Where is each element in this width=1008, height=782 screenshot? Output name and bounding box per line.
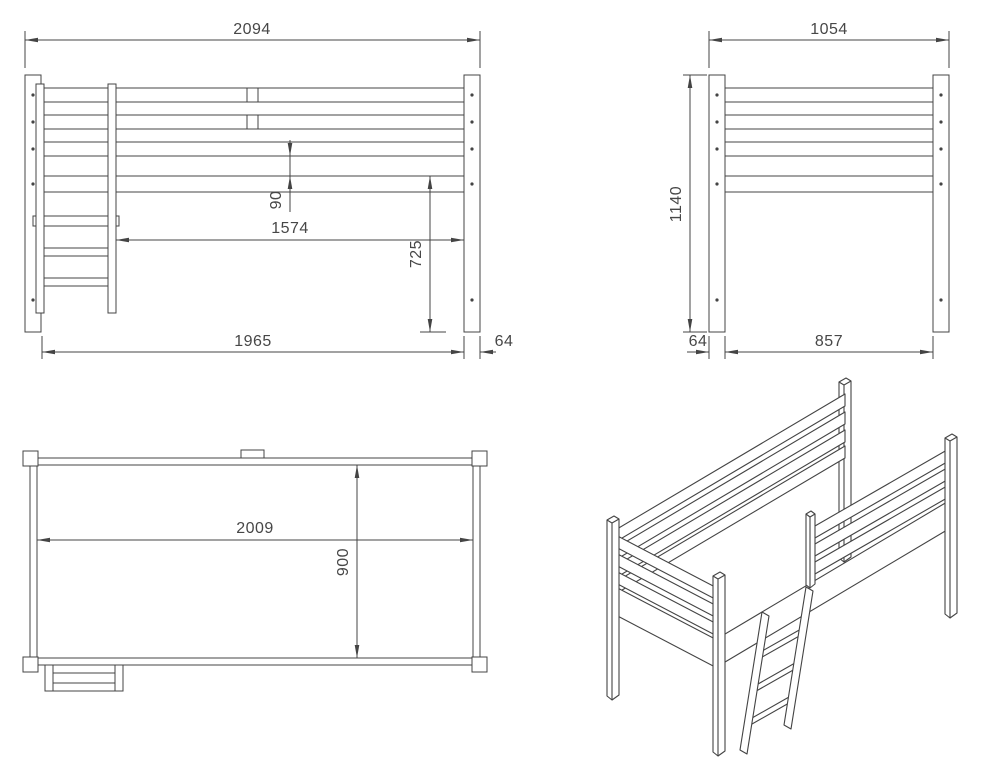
plan-ladder: [44, 664, 124, 692]
ladder-stringer: [35, 83, 45, 314]
plan-corner-post: [22, 656, 39, 673]
dim-plan-inner-width: 900: [335, 548, 352, 576]
side-elevation-view: 1054 1140 64 857: [668, 21, 950, 359]
front-guard-rails: [40, 87, 465, 157]
plan-top-tab: [240, 449, 265, 459]
side-dimension-lines: [683, 31, 950, 359]
dim-front-overall-width: 2094: [233, 21, 271, 38]
ladder-step: [43, 247, 109, 257]
iso-head-rails: [609, 531, 718, 669]
side-bed-frame: [708, 74, 950, 333]
iso-ladder-stringer: [783, 586, 814, 730]
side-guard-rails: [724, 87, 934, 157]
side-screw-dots: [715, 93, 943, 302]
plan-inner-frame: [36, 464, 474, 659]
plan-outer-frame: [29, 457, 481, 666]
dim-side-overall-height: 1140: [668, 186, 685, 222]
iso-ladder-stringer: [739, 611, 770, 755]
front-elevation-view: 2094 90 1574 725 1965 64: [24, 21, 513, 359]
dim-front-post-width: 64: [495, 333, 514, 350]
plan-corner-post: [22, 450, 39, 467]
side-dimension-labels: 1054 1140 64 857: [668, 21, 848, 350]
dim-plan-inner-length: 2009: [236, 520, 274, 537]
plan-dimension-lines: [37, 465, 473, 658]
dim-side-overall-depth: 1054: [810, 21, 848, 38]
front-bed-frame: [24, 74, 481, 333]
plan-dimension-labels: 2009 900: [236, 520, 352, 576]
isometric-view: [606, 377, 958, 757]
front-platform-rail: [40, 175, 465, 193]
iso-mid-post: [805, 510, 816, 589]
dim-side-inner-depth: 857: [815, 333, 843, 350]
ladder-stringer: [107, 83, 117, 314]
ladder-top-step: [32, 215, 120, 227]
iso-front-rails: [807, 449, 948, 579]
front-ladder: [32, 83, 120, 314]
iso-left-post: [606, 515, 620, 701]
dim-front-rail-gap: 90: [268, 191, 285, 210]
plan-bed-frame: [22, 449, 488, 692]
plan-view: 2009 900: [22, 449, 488, 692]
front-dimension-lines: [24, 31, 496, 359]
dim-front-clear-opening: 1574: [271, 220, 309, 237]
dim-side-post-width: 64: [689, 333, 708, 350]
side-right-post: [932, 74, 950, 333]
front-dimension-labels: 2094 90 1574 725 1965 64: [233, 21, 513, 350]
front-screw-dots: [31, 93, 474, 302]
dim-front-inner-width: 1965: [234, 333, 272, 350]
side-platform-rail: [724, 175, 934, 193]
dim-front-platform-height: 725: [408, 240, 425, 268]
iso-near-post: [712, 571, 726, 757]
front-right-post: [463, 74, 481, 333]
iso-ladder: [739, 586, 814, 755]
plan-corner-post: [471, 656, 488, 673]
ladder-step: [43, 277, 109, 287]
iso-back-rails: [611, 393, 846, 597]
plan-corner-post: [471, 450, 488, 467]
iso-right-post: [944, 433, 958, 619]
side-left-post: [708, 74, 726, 333]
